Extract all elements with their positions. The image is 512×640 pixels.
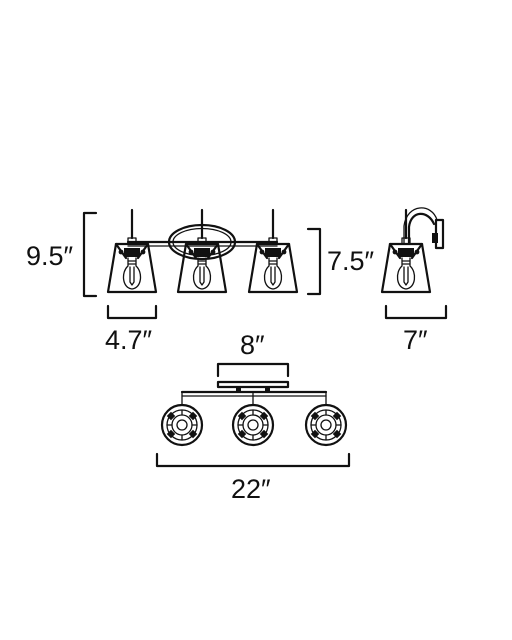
front-view xyxy=(106,208,299,294)
bottom-pendant-center xyxy=(231,403,275,447)
curved-arm xyxy=(407,212,436,245)
pendant-side xyxy=(380,208,432,294)
overall-width-label: 22″ xyxy=(231,474,271,504)
extension-bracket xyxy=(384,304,448,320)
shade-width-label: 4.7″ xyxy=(105,325,153,355)
bottom-backplate xyxy=(216,380,290,389)
pendant-right xyxy=(247,208,299,294)
backplate-width-bracket xyxy=(216,362,290,378)
bottom-pendant-left xyxy=(160,403,204,447)
overall-width-bracket xyxy=(155,452,351,468)
height-shade-label: 7.5″ xyxy=(327,246,375,276)
pendant-left xyxy=(106,208,158,294)
height-overall-label: 9.5″ xyxy=(26,241,74,271)
bottom-view xyxy=(160,380,348,447)
shade-width-bracket xyxy=(106,304,158,320)
bottom-pendant-right xyxy=(304,403,348,447)
extension-label: 7″ xyxy=(403,325,428,355)
height-shade-bracket xyxy=(306,227,322,296)
side-view xyxy=(380,207,445,294)
pendant-center xyxy=(176,208,228,294)
height-overall-bracket xyxy=(82,211,98,298)
backplate-width-label: 8″ xyxy=(240,330,265,360)
